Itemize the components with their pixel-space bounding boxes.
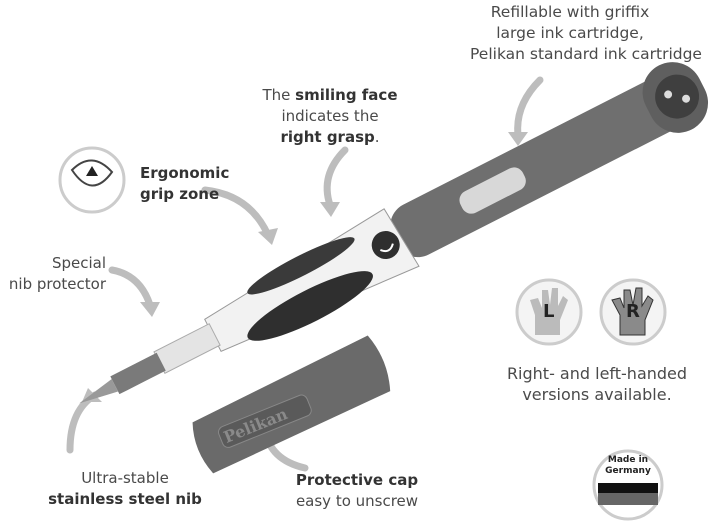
left-hand-letter: L (543, 301, 555, 322)
cap-bold-line: Protective cap (295, 471, 419, 489)
arrow-nib (66, 391, 99, 454)
badge-line: Made in (607, 455, 649, 465)
refill-line: large ink cartridge, (496, 24, 644, 42)
nib-label: Ultra-stable stainless steel nib (35, 468, 215, 510)
made-in-germany-badge (592, 449, 664, 521)
smiling-face-label: The smiling face indicates the right gra… (250, 85, 410, 148)
right-hand-letter: R (626, 301, 640, 322)
grip-icon (58, 146, 126, 214)
left-hand-icon (515, 278, 583, 346)
refill-line: Pelikan standard ink cartridge (470, 45, 702, 63)
badge-text: Made in Germany (598, 455, 658, 477)
arrowhead (508, 132, 528, 146)
nib-bold-line: stainless steel nib (48, 490, 202, 508)
grip-pad (247, 271, 373, 341)
smile-bold-text: smiling face (295, 86, 398, 104)
smile-mouth (380, 243, 394, 253)
refill-line: Refillable with griffix (490, 3, 650, 21)
right-hand-icon (599, 278, 667, 346)
handedness-line: versions available. (522, 385, 672, 404)
protective-cap (192, 335, 391, 474)
cap-label: Protective cap easy to unscrew (272, 470, 442, 512)
handedness-label: Right- and left-handed versions availabl… (497, 363, 697, 405)
smile-text: The (262, 86, 296, 104)
pen-end-socket (655, 74, 700, 119)
pen-end-hole (664, 90, 673, 99)
arrow-grip (201, 186, 272, 239)
grip-pad (247, 237, 355, 295)
cap-logo-plate (218, 394, 312, 448)
steel-nib (79, 379, 119, 404)
grip-zone-label: Ergonomic grip zone (140, 163, 229, 205)
arrowhead (140, 302, 160, 317)
smile-text: indicates the (281, 107, 379, 125)
nib-section (110, 352, 166, 395)
nib-line: Ultra-stable (81, 469, 169, 487)
arrow-protector (108, 266, 154, 309)
cap-line: easy to unscrew (295, 492, 419, 510)
arrowhead (258, 228, 278, 245)
pen-end-hole (682, 94, 691, 103)
nib-protector (153, 323, 221, 374)
grip-icon-pen (86, 166, 98, 176)
grip-zone (204, 208, 420, 353)
protector-line: nib protector (8, 275, 106, 293)
nib-protector-label: Special nib protector (0, 253, 106, 295)
handedness-line: Right- and left-handed (506, 364, 688, 383)
protector-line: Special (51, 254, 106, 272)
grip-line: Ergonomic (140, 164, 230, 182)
smile-text: . (374, 128, 380, 146)
arrowhead (320, 202, 340, 217)
ink-window (459, 167, 526, 214)
arrow-refill (514, 76, 544, 139)
grip-line: grip zone (140, 185, 220, 203)
badge-line: Germany (605, 466, 651, 476)
smiling-face-icon (371, 231, 400, 260)
refill-label: Refillable with griffix large ink cartri… (470, 2, 702, 65)
arrow-smile (323, 146, 349, 209)
smile-bold-text: right grasp (280, 128, 375, 146)
grip-icon-outline (70, 159, 114, 187)
